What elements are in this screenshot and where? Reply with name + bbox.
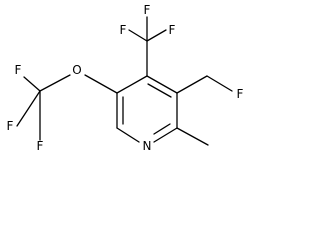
bond-c2-methyl [176, 127, 209, 146]
atom-f-cf3-left: F [120, 23, 127, 37]
bond-ocf3-f-left [16, 90, 41, 127]
atom-f-ocf3-left: F [7, 119, 14, 133]
ring-double-bond-c4-c3 [147, 83, 172, 98]
bond-c3-ch2 [176, 75, 208, 94]
fluoromethyl-group: F [176, 75, 244, 101]
bond-ch2-f [206, 75, 233, 92]
atom-f-ocf3-bottom: F [37, 139, 44, 153]
ring-bond-c2-n [153, 127, 178, 143]
ring-bond-c5-c4 [116, 75, 148, 94]
bond-o-c [39, 74, 71, 92]
atom-f-ocf3-top: F [15, 63, 22, 77]
atom-f-cf3-center: F [144, 3, 151, 17]
ring-bond-c4-c3 [146, 75, 178, 94]
trifluoromethoxy-group: O F F F [7, 63, 118, 153]
atom-f-fluoromethyl: F [237, 87, 244, 101]
pyridine-ring [116, 75, 178, 143]
atom-n-ring: N [143, 139, 152, 153]
bond-ocf3-f-top [23, 76, 41, 92]
bond-cf3-f-left [128, 29, 148, 42]
trifluoromethyl-group: F F F [120, 3, 176, 77]
molecule-structure: F F F F N O F F F [7, 3, 244, 153]
bond-c5-o [84, 74, 118, 94]
atom-o-ether: O [72, 63, 81, 77]
ring-double-bond-c2-n [153, 123, 171, 135]
ring-bond-n-c6 [116, 127, 140, 143]
atom-f-cf3-right: F [169, 23, 176, 37]
bond-cf3-f-right [146, 29, 167, 42]
methyl-group [176, 127, 209, 146]
